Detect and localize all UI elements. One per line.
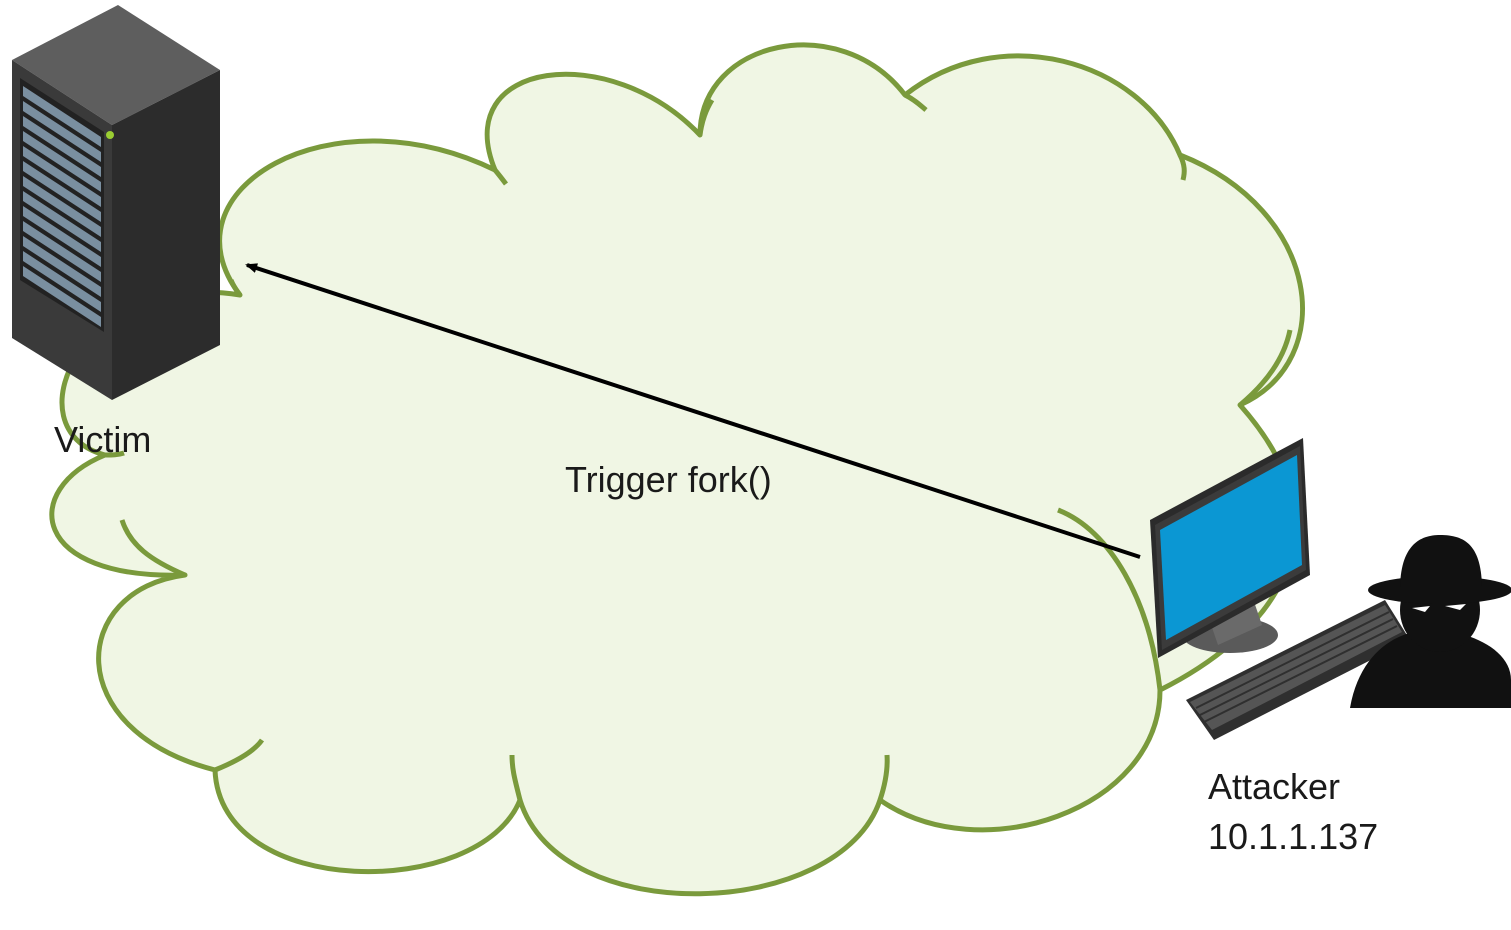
network-cloud bbox=[49, 42, 1305, 897]
hacker-silhouette-icon bbox=[1350, 535, 1511, 708]
attacker-label: Attacker bbox=[1208, 766, 1341, 807]
computer-monitor-icon bbox=[1150, 438, 1310, 658]
victim-label: Victim bbox=[54, 419, 152, 460]
keyboard-icon bbox=[1186, 600, 1410, 740]
fork-trigger-edge-label: Trigger fork() bbox=[565, 459, 772, 500]
server-rack-icon bbox=[12, 5, 220, 400]
fork-trigger-arrow bbox=[245, 263, 1141, 559]
attacker-ip-address: 10.1.1.137 bbox=[1208, 816, 1379, 857]
